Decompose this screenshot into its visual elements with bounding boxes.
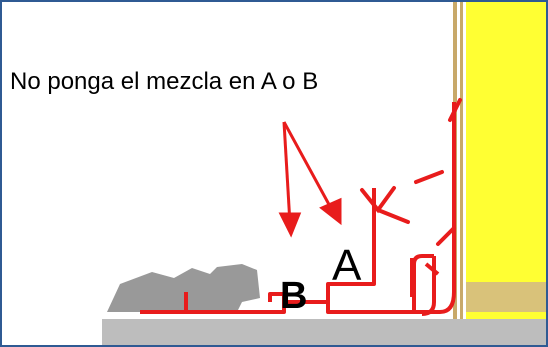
red-profile: [140, 102, 456, 316]
concrete-slab: [102, 319, 546, 345]
arrows: [278, 121, 342, 238]
red-fins: [360, 98, 462, 246]
label-a: A: [332, 241, 362, 290]
arrow-to-b: [282, 121, 292, 225]
arrow-to-b-head: [278, 212, 302, 238]
arrow-to-a-head: [319, 197, 342, 226]
wall-edge-right: [460, 2, 463, 345]
caption-text: No ponga el mezcla en A o B: [10, 68, 319, 95]
tan-band: [466, 282, 546, 312]
rubble-pile: [107, 264, 260, 312]
label-b: B: [280, 275, 307, 317]
arrow-to-a: [282, 121, 334, 211]
